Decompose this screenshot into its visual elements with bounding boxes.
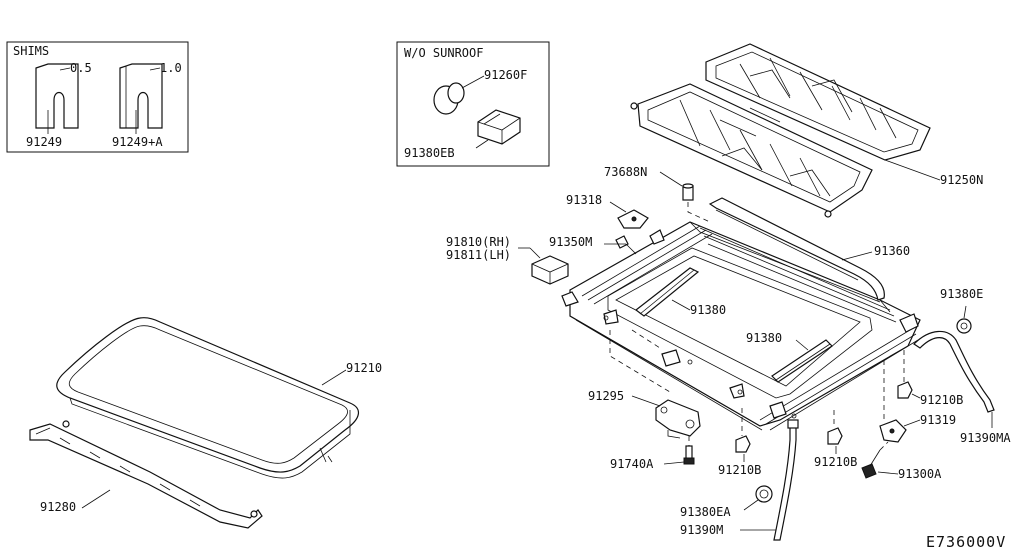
sunshade-part-label: 91250N — [940, 173, 983, 187]
motor-91295-part-label: 91295 — [588, 389, 624, 403]
weatherstrip-part-label: 91360 — [874, 244, 910, 258]
bolt-91740a-drawing — [683, 457, 695, 465]
clip-91210b-b-assembly: 91210B — [814, 410, 857, 469]
roof-plug-part-label: 91260F — [484, 68, 527, 82]
motor-91295-assembly: 91295 — [588, 329, 701, 439]
diagram-code: E736000V — [926, 533, 1006, 551]
hose-91390m-part-label: 91390M — [680, 523, 723, 537]
shim-b-thickness-leader — [149, 67, 161, 71]
shim-a-part-label: 91249 — [26, 135, 62, 149]
clip-91210b-c-assembly: 91210B — [897, 350, 963, 407]
hose-91390m-drawing — [773, 423, 797, 541]
drain-front-assembly: 91380EA 91390M — [680, 419, 799, 541]
shim-a-thickness-label: 0.5 — [70, 61, 92, 75]
pad-91811-lh-label: 91811(LH) — [446, 248, 511, 262]
weatherstrip-drawing — [708, 197, 885, 301]
clip-91210b-b-drawing — [827, 427, 843, 445]
sunroof-frame-part-label: 91350M — [549, 235, 592, 249]
pad-91810-assembly: 91810(RH) 91811(LH) — [446, 235, 569, 285]
grommet-91380ea-part-label: 91380EA — [680, 505, 731, 519]
clip-91210b-c-drawing — [897, 381, 913, 399]
shim-b-thickness-label: 1.0 — [160, 61, 182, 75]
stay-91380-a-part-label: 91380 — [690, 303, 726, 317]
hose-91390ma-part-label: 91390MA — [960, 431, 1011, 445]
clip-91210b-a-drawing — [735, 435, 751, 453]
screw-91300a-part-label: 91300A — [898, 467, 942, 481]
wo-sunroof-box-frame — [396, 41, 550, 167]
grommet-91380e-drawing — [956, 318, 972, 334]
hose-91390ma-drawing — [913, 330, 995, 413]
bolt-91740a-part-label: 91740A — [610, 457, 654, 471]
glass-lid-drawing — [56, 317, 359, 473]
screw-91300a-assembly: 91300A — [861, 441, 942, 481]
glass-lid-assembly: 91210 — [56, 317, 382, 479]
clip-73688n-assembly: 73688N — [604, 165, 711, 223]
pad-91810-drawing — [531, 255, 569, 285]
wo-sunroof-box-title: W/O SUNROOF — [404, 46, 483, 60]
bolt-91740a-assembly: 91740A — [610, 436, 695, 471]
bracket-91318-assembly: 91318 — [566, 193, 649, 229]
clip-91210b-a-part-label: 91210B — [718, 463, 761, 477]
clip-91210b-c-part-label: 91210B — [920, 393, 963, 407]
clip-91210b-b-part-label: 91210B — [814, 455, 857, 469]
shims-box: SHIMS 0.5 91249 1.0 91249+A — [6, 41, 189, 153]
drain-rear-assembly: 91380E 91390MA — [913, 287, 1011, 445]
weatherstrip-assembly: 91360 — [708, 197, 910, 301]
stay-91380-a-assembly: 91380 — [635, 267, 726, 317]
shim-1-0-drawing — [119, 63, 163, 129]
screw-91300a-drawing — [861, 463, 877, 479]
bracket-91318-part-label: 91318 — [566, 193, 602, 207]
grommet-91380ea-drawing — [755, 485, 773, 503]
shim-b-part-label: 91249+A — [112, 135, 163, 149]
bracket-91319-part-label: 91319 — [920, 413, 956, 427]
clip-91210b-a-assembly: 91210B — [718, 408, 761, 477]
wind-deflector-assembly: 91280 — [29, 420, 263, 529]
shim-0-5-drawing — [35, 63, 79, 129]
grommet-91380e-part-label: 91380E — [940, 287, 983, 301]
motor-91295-drawing — [655, 399, 701, 437]
wo-sunroof-box: W/O SUNROOF 91260F 91380EB — [396, 41, 550, 167]
glass-lid-part-label: 91210 — [346, 361, 382, 375]
sunshade-assembly: 91250N — [630, 43, 983, 218]
sunroof-frame-assembly: 91350M — [549, 221, 921, 431]
shim-a-thickness-leader — [59, 67, 71, 71]
shims-box-title: SHIMS — [13, 44, 49, 58]
wind-deflector-drawing — [29, 423, 263, 529]
pad-91810-rh-label: 91810(RH) — [446, 235, 511, 249]
stay-91380-b-assembly: 91380 — [746, 331, 833, 383]
roof-pad-part-label: 91380EB — [404, 146, 455, 160]
roof-pad-drawing — [477, 109, 521, 145]
bracket-91319-assembly: 91319 — [879, 360, 956, 443]
shims-box-frame — [6, 41, 189, 153]
wind-deflector-part-label: 91280 — [40, 500, 76, 514]
sunshade-front-panel — [637, 83, 873, 213]
clip-73688n-part-label: 73688N — [604, 165, 647, 179]
stay-91380-b-part-label: 91380 — [746, 331, 782, 345]
